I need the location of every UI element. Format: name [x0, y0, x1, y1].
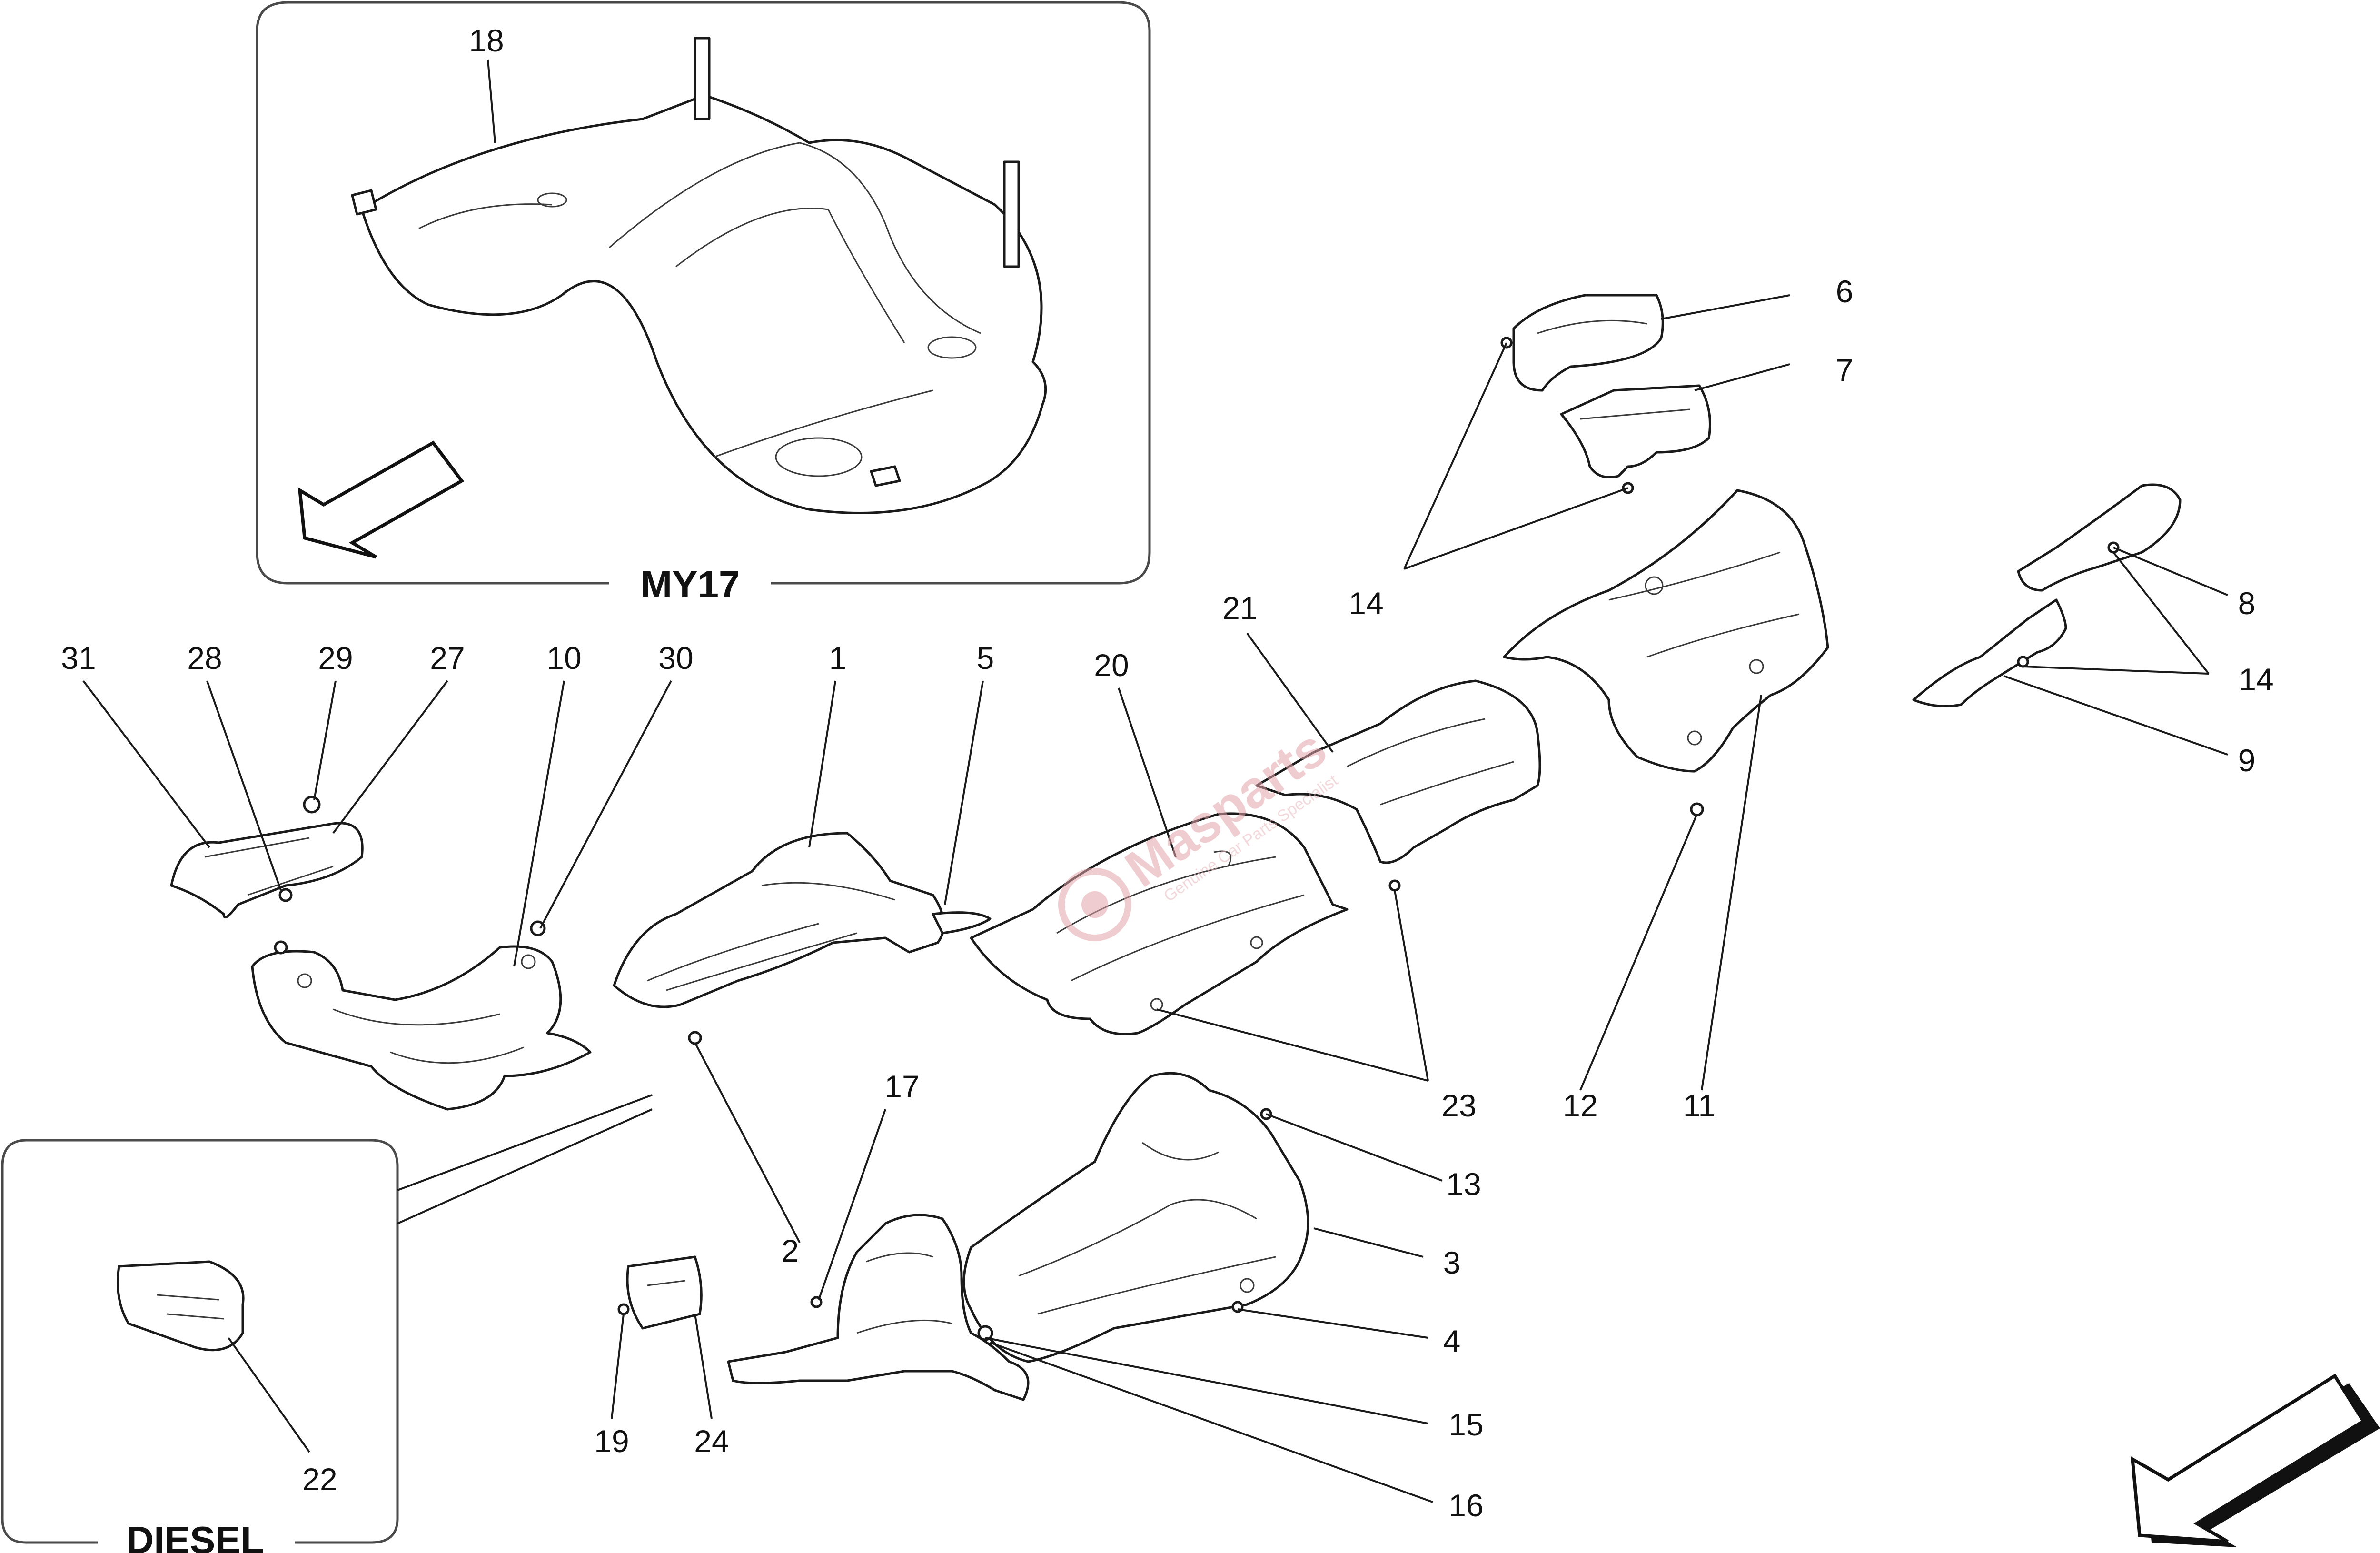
diesel-label: DIESEL: [127, 1519, 264, 1553]
callout-28: 28: [187, 640, 222, 676]
right-lower-shield: [1912, 598, 2067, 707]
rear-floor-shield: [962, 1072, 1309, 1363]
callout-20: 20: [1094, 647, 1129, 683]
callout-31: 31: [61, 640, 96, 676]
callout-9: 9: [2238, 743, 2256, 778]
callout-30: 30: [658, 640, 693, 676]
right-upper-shield: [2017, 483, 2182, 592]
small-bracket-24: [626, 1255, 703, 1330]
center-front-shield: [613, 832, 992, 1008]
callout-8: 8: [2238, 586, 2256, 621]
left-upper-shield: [170, 822, 364, 919]
left-lower-shield: [251, 945, 592, 1111]
leader-lines: [82, 294, 2228, 1503]
rear-upper-shield: [1512, 294, 1664, 392]
rear-large-shield: [1503, 489, 1829, 773]
callout-7: 7: [1836, 352, 1854, 388]
rear-upper-bracket: [1560, 384, 1711, 478]
callout-16: 16: [1448, 1488, 1483, 1523]
my17-inset: MY17 18: [256, 1, 1151, 606]
callout-3: 3: [1443, 1245, 1461, 1280]
callout-5: 5: [977, 640, 994, 676]
callout-14-left: 14: [1349, 586, 1383, 621]
callout-15: 15: [1448, 1407, 1483, 1442]
mid-tunnel-shield: [1255, 679, 1541, 864]
callout-13: 13: [1446, 1166, 1481, 1202]
callout-12: 12: [1563, 1088, 1597, 1123]
callout-2: 2: [782, 1233, 799, 1268]
floor-heat-shield: [351, 37, 1047, 514]
callout-21: 21: [1222, 590, 1257, 626]
diesel-frame: [1, 1139, 399, 1544]
callout-18: 18: [469, 23, 504, 58]
callout-10: 10: [546, 640, 581, 676]
callout-23: 23: [1441, 1088, 1476, 1123]
callout-22: 22: [302, 1462, 337, 1497]
callout-14-right: 14: [2239, 662, 2273, 697]
front-exhaust-shield: [727, 1214, 1030, 1401]
callout-numbers: 31 28 29 27 10 30 1 5 20 21 6 7 14 8 14 …: [61, 274, 2273, 1523]
callout-17: 17: [884, 1069, 919, 1104]
callout-27: 27: [430, 640, 465, 676]
my17-label: MY17: [641, 563, 740, 606]
direction-arrow-main: [2130, 1374, 2380, 1547]
center-tunnel-shield: [970, 812, 1349, 1035]
diesel-inset: DIESEL 22: [1, 1094, 653, 1553]
callout-24: 24: [694, 1424, 729, 1459]
my17-frame: [256, 1, 1151, 585]
callout-29: 29: [318, 640, 353, 676]
diesel-bracket: [117, 1260, 245, 1352]
callout-11: 11: [1683, 1088, 1716, 1123]
direction-arrow-inset: [298, 440, 465, 559]
callout-1: 1: [829, 640, 847, 676]
callout-6: 6: [1836, 274, 1854, 309]
callout-4: 4: [1443, 1324, 1461, 1359]
callout-19: 19: [594, 1424, 629, 1459]
